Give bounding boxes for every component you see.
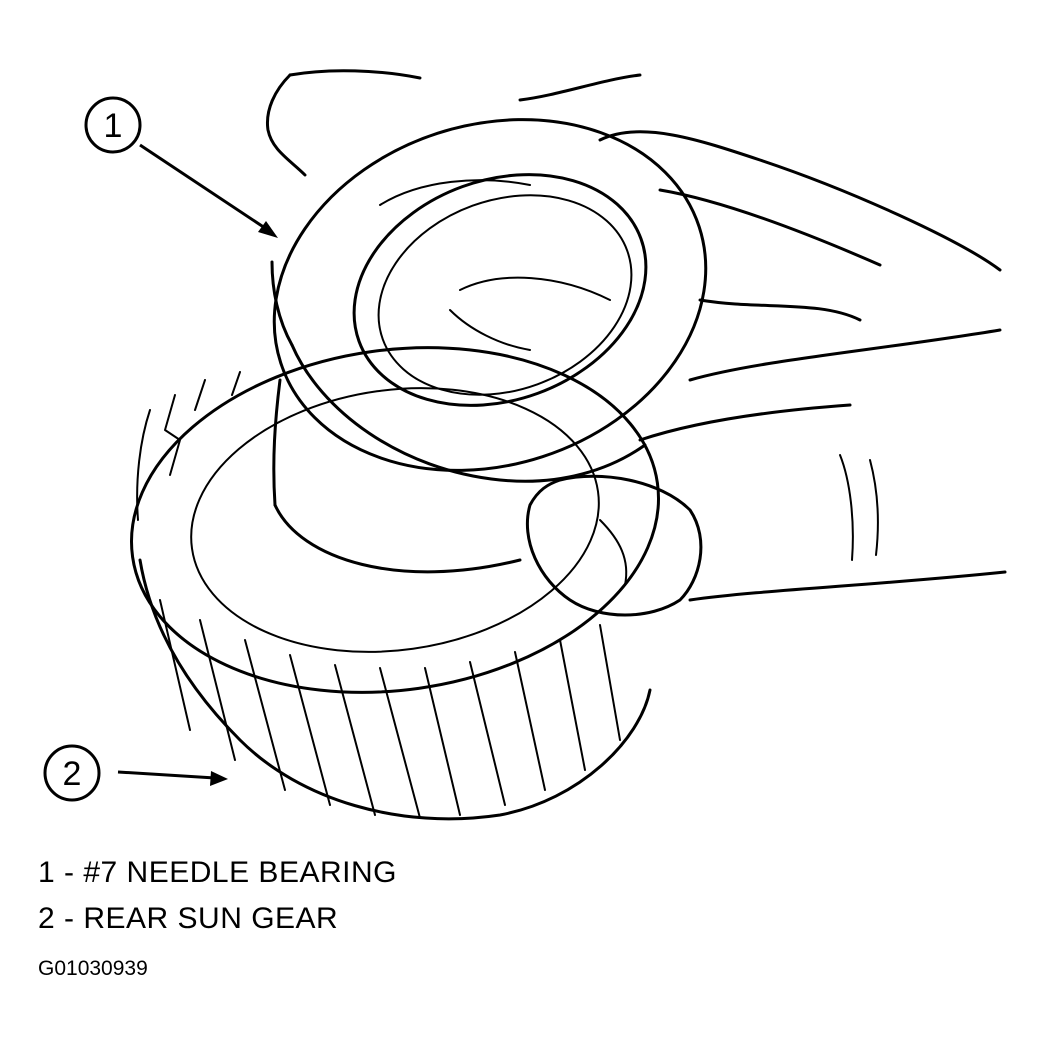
svg-text:2: 2 bbox=[63, 755, 82, 793]
callout-2: 2 bbox=[43, 744, 101, 802]
hand-drawing bbox=[265, 69, 1007, 617]
callout-1-arrow bbox=[139, 143, 278, 238]
callout-1: 1 bbox=[84, 96, 142, 154]
gear-illustration: 1 2 bbox=[43, 69, 1007, 821]
legend-item-rear-sun-gear: 2 - REAR SUN GEAR bbox=[38, 902, 339, 935]
needle-bearing-drawing bbox=[270, 118, 708, 483]
callout-2-arrow bbox=[117, 770, 228, 786]
sun-gear-drawing bbox=[130, 346, 660, 821]
legend-item-needle-bearing: 1 - #7 NEEDLE BEARING bbox=[38, 856, 397, 889]
figure-id: G01030939 bbox=[38, 957, 148, 980]
svg-text:1: 1 bbox=[104, 107, 123, 145]
